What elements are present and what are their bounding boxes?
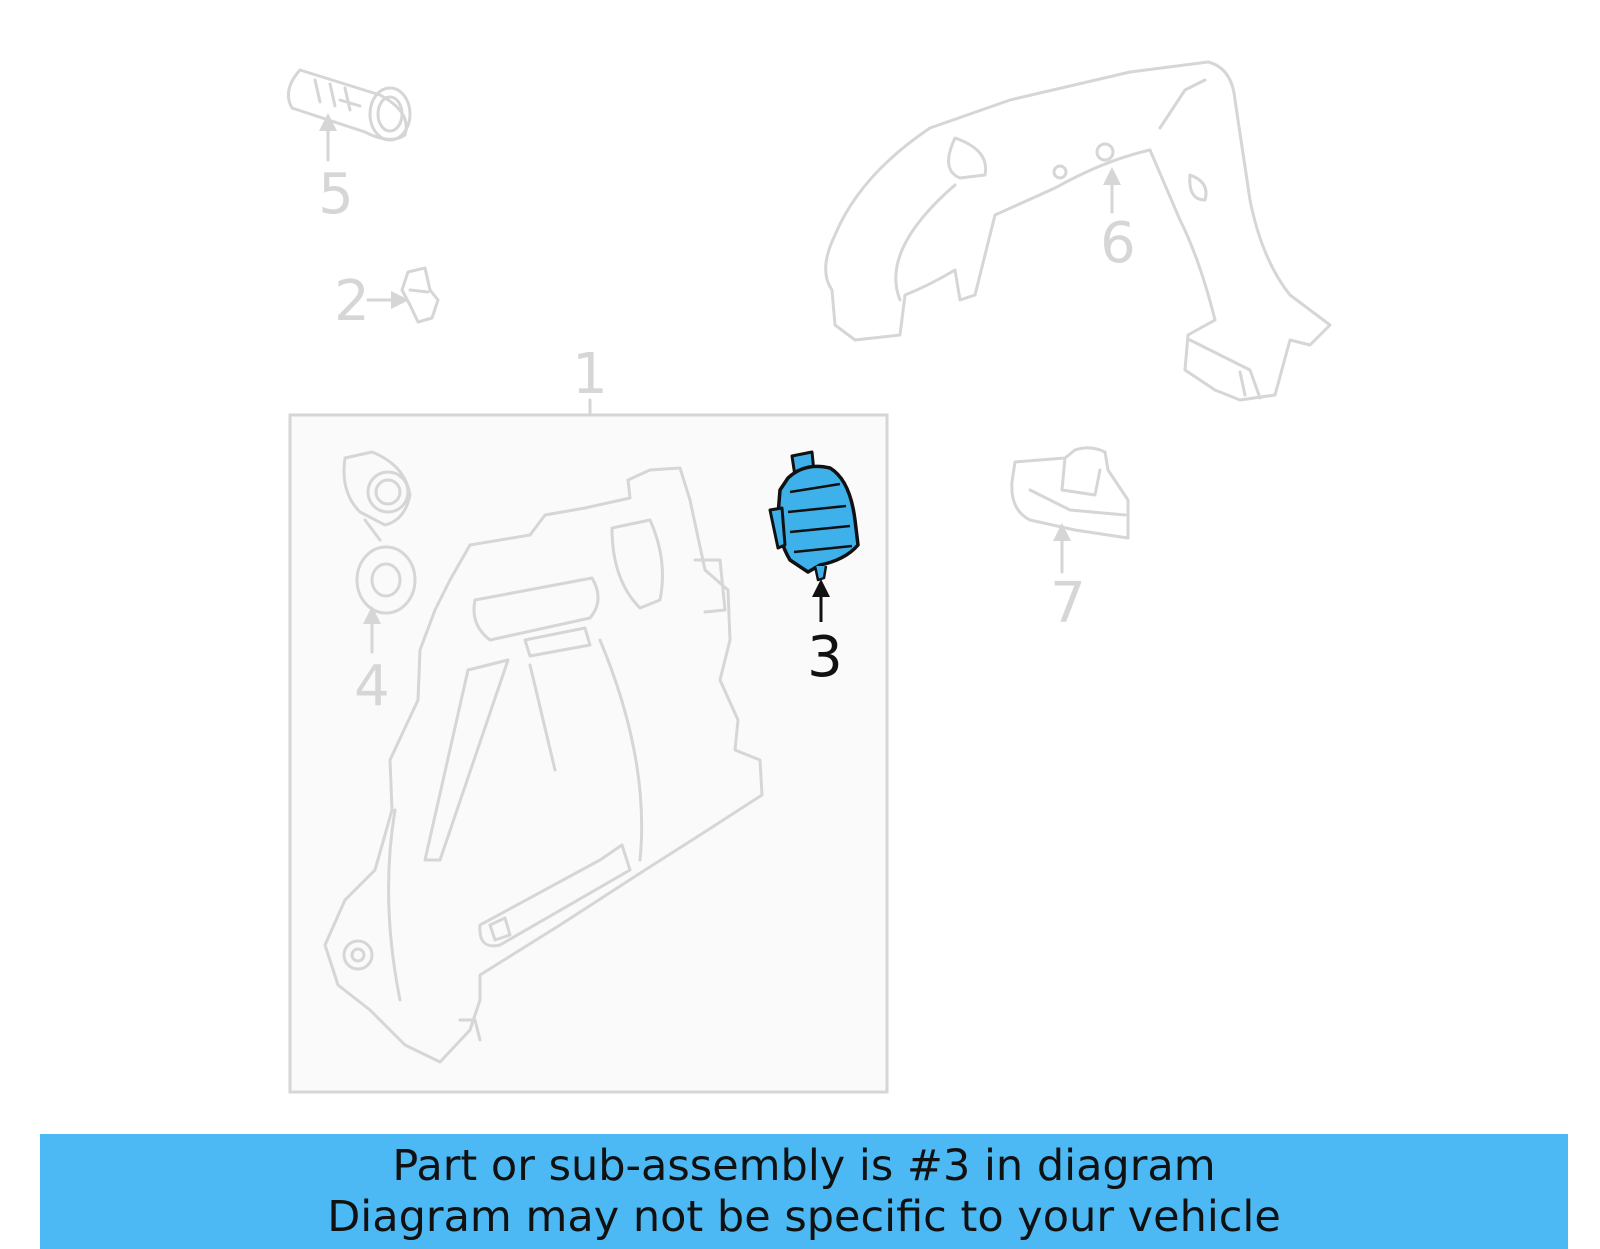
part-3-highlighted: 3 (768, 450, 860, 690)
part-7-hook: 7 (1010, 446, 1130, 636)
notice-banner: Part or sub-assembly is #3 in diagram Di… (40, 1134, 1568, 1249)
callout-2: 2 (334, 269, 370, 334)
part-6-bracket: 6 (824, 60, 1332, 402)
notice-line-1: Part or sub-assembly is #3 in diagram (392, 1140, 1216, 1191)
part-5-grommet: 5 (286, 68, 412, 227)
quarter-trim-panel (323, 466, 764, 1064)
callout-6: 6 (1100, 211, 1136, 276)
callout-4: 4 (354, 654, 390, 719)
part-2-clip: 2 (334, 266, 440, 334)
callout-3: 3 (807, 625, 843, 690)
part-4-socket: 4 (342, 450, 417, 719)
callout-5: 5 (318, 162, 354, 227)
callout-1: 1 (572, 342, 608, 407)
callout-7: 7 (1050, 571, 1086, 636)
notice-line-2: Diagram may not be specific to your vehi… (327, 1191, 1281, 1242)
